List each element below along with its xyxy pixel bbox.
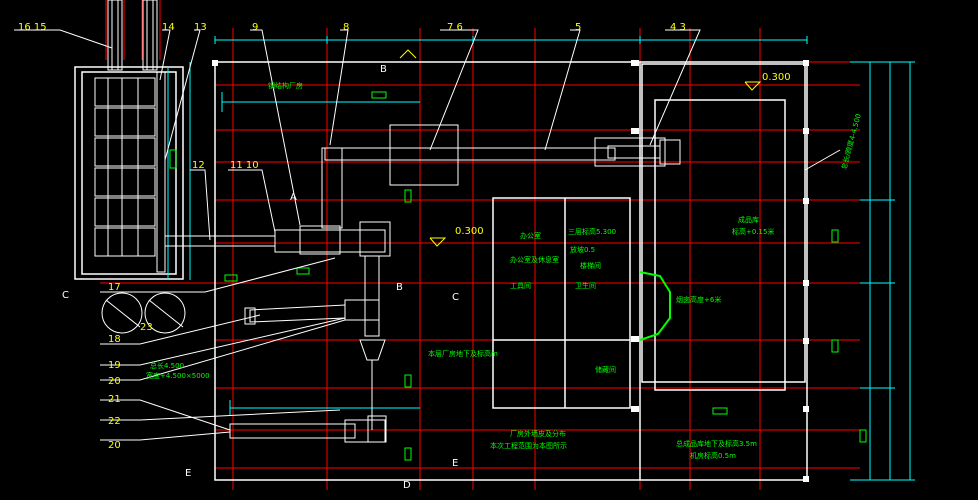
callout-21: 21 bbox=[108, 394, 121, 405]
note-left-dim: 总长4.500 bbox=[150, 361, 184, 370]
room-labels: 钢结构厂房 办公室 办公室及休息室 工具间 三层标高5.300 放坡0.5 楼梯… bbox=[146, 81, 863, 460]
room-tool: 工具间 bbox=[510, 282, 531, 290]
callout-12: 12 bbox=[192, 160, 205, 171]
axis-e-bottom: E bbox=[185, 468, 191, 479]
callout-11-10: 11 10 bbox=[230, 160, 259, 171]
axis-d-bottom: D bbox=[403, 480, 411, 491]
callout-19: 19 bbox=[108, 360, 121, 371]
wall-columns bbox=[212, 60, 809, 482]
axis-a-left: A bbox=[290, 192, 297, 203]
callout-17: 17 bbox=[108, 282, 121, 293]
callout-14: 14 bbox=[162, 22, 175, 33]
building-walls bbox=[74, 61, 808, 481]
axis-c-mid: C bbox=[452, 292, 459, 303]
dimension-lines bbox=[167, 36, 915, 481]
callout-20b: 20 bbox=[108, 440, 121, 451]
level-middle: 0.300 bbox=[455, 226, 484, 237]
note-left-dim2: 宽度+4.500×5000 bbox=[146, 371, 210, 380]
callout-16-15: 16 15 bbox=[18, 22, 47, 33]
note-main-right2: 机房标高0.5m bbox=[690, 451, 736, 460]
note-pipe: 烟囱高度+6米 bbox=[676, 295, 721, 304]
note-bottom-left2: 本次工程范围为本图所示 bbox=[490, 441, 567, 450]
leader-lines bbox=[14, 29, 841, 441]
callout-4-3: 4 3 bbox=[670, 22, 686, 33]
room-storeroom: 储藏间 bbox=[595, 365, 616, 374]
callout-5: 5 bbox=[575, 22, 581, 33]
room-stairs: 楼梯间 bbox=[580, 261, 601, 270]
callout-22: 22 bbox=[108, 416, 121, 427]
axis-letters: C B B C A E E D bbox=[62, 64, 459, 491]
note-main-right: 总成品库地下及标高3.5m bbox=[676, 439, 757, 448]
axis-b-mid: B bbox=[396, 282, 403, 293]
level-top-right: 0.300 bbox=[762, 72, 791, 83]
room-warehouse: 成品库 bbox=[738, 215, 759, 224]
axis-c-left: C bbox=[62, 290, 69, 301]
note-bottom-left: 厂房外墙皮及分布 bbox=[510, 429, 566, 438]
note-main-left: 本层厂房地下及标高m bbox=[428, 349, 498, 358]
level-values: 0.300 0.300 bbox=[455, 72, 791, 237]
room-toilet: 卫生间 bbox=[575, 281, 596, 290]
callout-13: 13 bbox=[194, 22, 207, 33]
callout-7-6: 7 6 bbox=[447, 22, 463, 33]
pipe-route bbox=[639, 271, 671, 341]
callout-18: 18 bbox=[108, 334, 121, 345]
callout-9: 9 bbox=[252, 22, 258, 33]
callout-23: 23 bbox=[140, 322, 153, 333]
level-marks bbox=[399, 49, 762, 247]
axis-e-mid: E bbox=[452, 458, 458, 469]
flue-stacks bbox=[107, 0, 158, 71]
column-markers bbox=[169, 91, 867, 461]
room-office-a: 办公室 bbox=[520, 231, 541, 240]
boiler-units bbox=[94, 71, 166, 273]
room-floor3: 三层标高5.300 bbox=[568, 227, 616, 236]
axis-b-top: B bbox=[380, 64, 387, 75]
callout-numbers: 16 15 14 13 9 8 7 6 5 4 3 12 11 10 17 23… bbox=[18, 22, 686, 451]
room-slope: 放坡0.5 bbox=[570, 245, 595, 254]
room-warehouse-level: 标高+0.15米 bbox=[732, 227, 774, 236]
note-top-frame: 钢结构厂房 bbox=[268, 81, 303, 90]
axis-grid bbox=[100, 0, 860, 490]
room-office-b: 办公室及休息室 bbox=[510, 255, 559, 264]
callout-8: 8 bbox=[343, 22, 349, 33]
callout-20a: 20 bbox=[108, 376, 121, 387]
fans bbox=[101, 292, 186, 334]
